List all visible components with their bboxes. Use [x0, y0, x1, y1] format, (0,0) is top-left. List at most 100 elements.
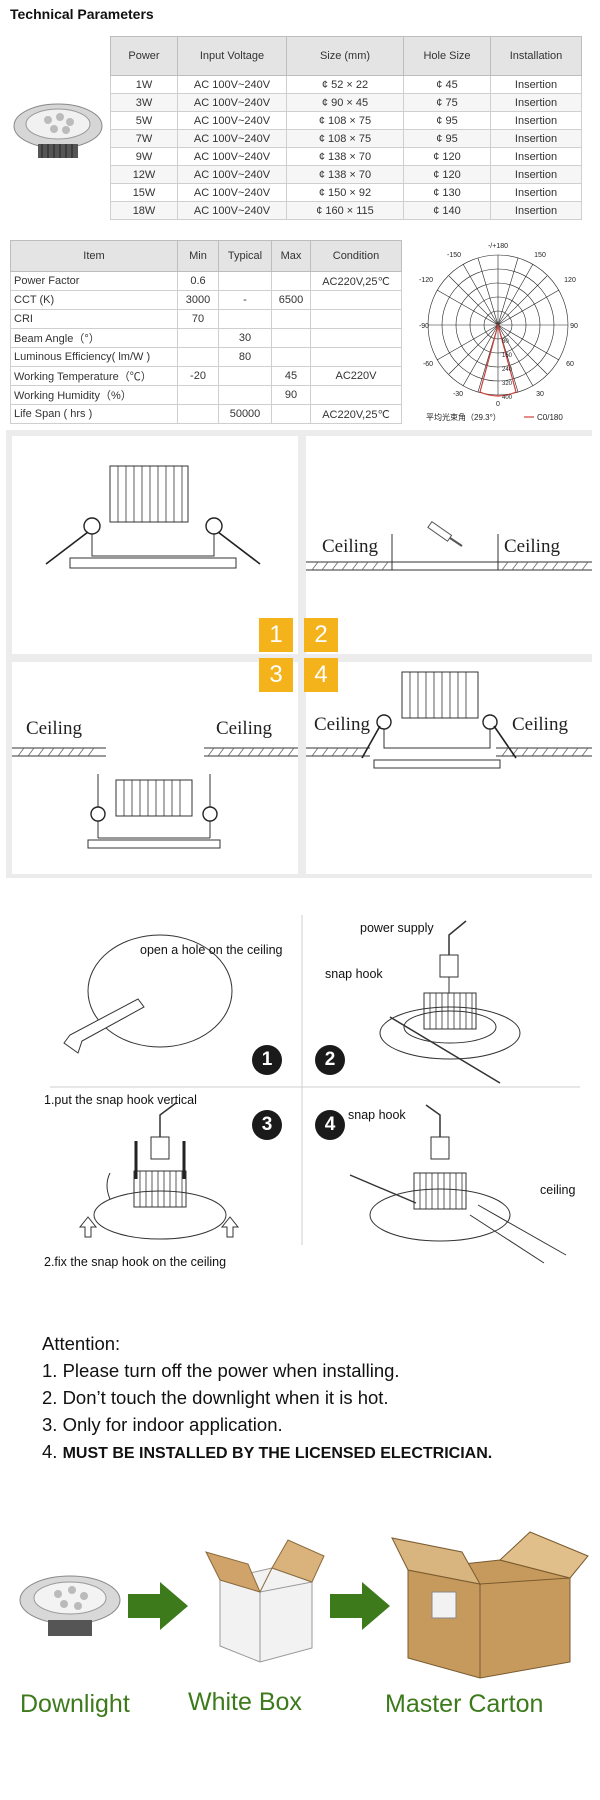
white-box-label: White Box [188, 1688, 302, 1716]
lamp-mounted-drawing [306, 671, 592, 769]
table-cell: - [218, 290, 272, 310]
beam-curve [479, 322, 517, 397]
step-circle-2: 2 [315, 1045, 345, 1075]
step-number-4: 4 [304, 658, 338, 692]
install-diagram-grid: Ceiling Ceiling [6, 430, 592, 878]
table-cell [218, 366, 272, 386]
install-panel-3: Ceiling Ceiling [12, 662, 298, 874]
table-cell [310, 309, 402, 329]
technical-heading: Technical Parameters [10, 6, 154, 22]
ceiling-label: Ceiling [504, 536, 560, 557]
table-cell [177, 404, 219, 424]
table-cell: Working Temperature（℃） [10, 366, 178, 386]
table-cell [177, 328, 219, 348]
attention-line: 1. Please turn off the power when instal… [42, 1360, 400, 1381]
table-cell: AC 100V~240V [177, 183, 287, 202]
polar-radial-label: 80 [502, 339, 509, 345]
table-row: CCT (K)3000-6500 [10, 290, 402, 310]
install-panel-1 [12, 436, 298, 654]
attention-line-4-text: MUST BE INSTALLED BY THE LICENSED ELECTR… [62, 1445, 493, 1462]
table-cell: Beam Angle（°） [10, 328, 178, 348]
col-header: Input Voltage [177, 36, 287, 76]
table-cell: 12W [110, 165, 178, 184]
table-cell: 45 [271, 366, 311, 386]
table-cell: 70 [177, 309, 219, 329]
table-cell: 3W [110, 93, 178, 112]
ceiling-label-step4: ceiling [540, 1183, 576, 1197]
table-cell: AC 100V~240V [177, 93, 287, 112]
table-cell: Insertion [490, 111, 582, 130]
table-cell: AC220V,25℃ [310, 271, 402, 291]
table-cell: 50000 [218, 404, 272, 424]
table-row: Luminous Efficiency( lm/W )80 [10, 347, 402, 367]
table-cell: AC220V [310, 366, 402, 386]
snap-hook-label: snap hook [348, 1108, 406, 1122]
table-cell: Insertion [490, 201, 582, 220]
polar-angle-label: -60 [423, 361, 433, 368]
table-cell: CCT (K) [10, 290, 178, 310]
table-cell [271, 271, 311, 291]
lamp-drawing [45, 465, 261, 569]
table-cell: AC 100V~240V [177, 201, 287, 220]
downlight-label: Downlight [20, 1690, 130, 1718]
col-header: Power [110, 36, 178, 76]
col-header: Hole Size [403, 36, 491, 76]
polar-angle-label: -120 [419, 277, 433, 284]
table-cell: 6500 [271, 290, 311, 310]
install-panel-2: Ceiling Ceiling [306, 436, 592, 654]
install-panel-4: Ceiling Ceiling [306, 662, 592, 874]
table-cell [310, 328, 402, 348]
table-cell: 1W [110, 75, 178, 94]
table-cell: ¢ 140 [403, 201, 491, 220]
table-cell [271, 347, 311, 367]
table-cell: ¢ 120 [403, 165, 491, 184]
step-number-2: 2 [304, 618, 338, 652]
table-cell: 7W [110, 129, 178, 148]
table-cell: ¢ 160 × 115 [286, 201, 404, 220]
col-header: Max [271, 240, 311, 272]
attention-line-4-number: 4. [42, 1441, 58, 1462]
table-cell: ¢ 45 [403, 75, 491, 94]
table-cell: -20 [177, 366, 219, 386]
up-arrow-icon [78, 1216, 98, 1238]
table-cell [177, 347, 219, 367]
table-cell: AC 100V~240V [177, 111, 287, 130]
table-cell [271, 309, 311, 329]
step-number-1: 1 [259, 618, 293, 652]
attention-line-4: 4. MUST BE INSTALLED BY THE LICENSED ELE… [42, 1438, 492, 1467]
table-cell: Insertion [490, 75, 582, 94]
table-cell: ¢ 75 [403, 93, 491, 112]
polar-bottom-label: 0 [496, 401, 500, 408]
col-header: Item [10, 240, 178, 272]
ceiling-label: Ceiling [322, 536, 378, 557]
polar-radial-label: 320 [502, 381, 513, 387]
polar-angle-label: 150 [534, 252, 546, 259]
step-circle-4: 4 [315, 1110, 345, 1140]
table-cell: Power Factor [10, 271, 178, 291]
arrow-right-icon [330, 1582, 390, 1630]
fix-hook-label: 2.fix the snap hook on the ceiling [44, 1255, 227, 1269]
polar-radial-label: 160 [502, 353, 513, 359]
technical-table: Power Input Voltage Size (mm) Hole Size … [110, 36, 582, 220]
knife-icon [63, 998, 145, 1054]
table-cell: ¢ 95 [403, 129, 491, 148]
table-cell [271, 404, 311, 424]
table-cell [271, 328, 311, 348]
polar-angle-label: 30 [536, 391, 544, 398]
polar-caption-left: 平均光束角（29.3°） [426, 412, 501, 422]
snap-hook-label: snap hook [325, 967, 383, 981]
open-hole-label: open a hole on the ceiling [140, 943, 283, 957]
table-cell: AC 100V~240V [177, 75, 287, 94]
table-cell: AC 100V~240V [177, 147, 287, 166]
table-row: Working Humidity（%）90 [10, 385, 402, 405]
col-header: Condition [310, 240, 402, 272]
table-cell: CRI [10, 309, 178, 329]
table-cell: Working Humidity（%） [10, 385, 178, 405]
